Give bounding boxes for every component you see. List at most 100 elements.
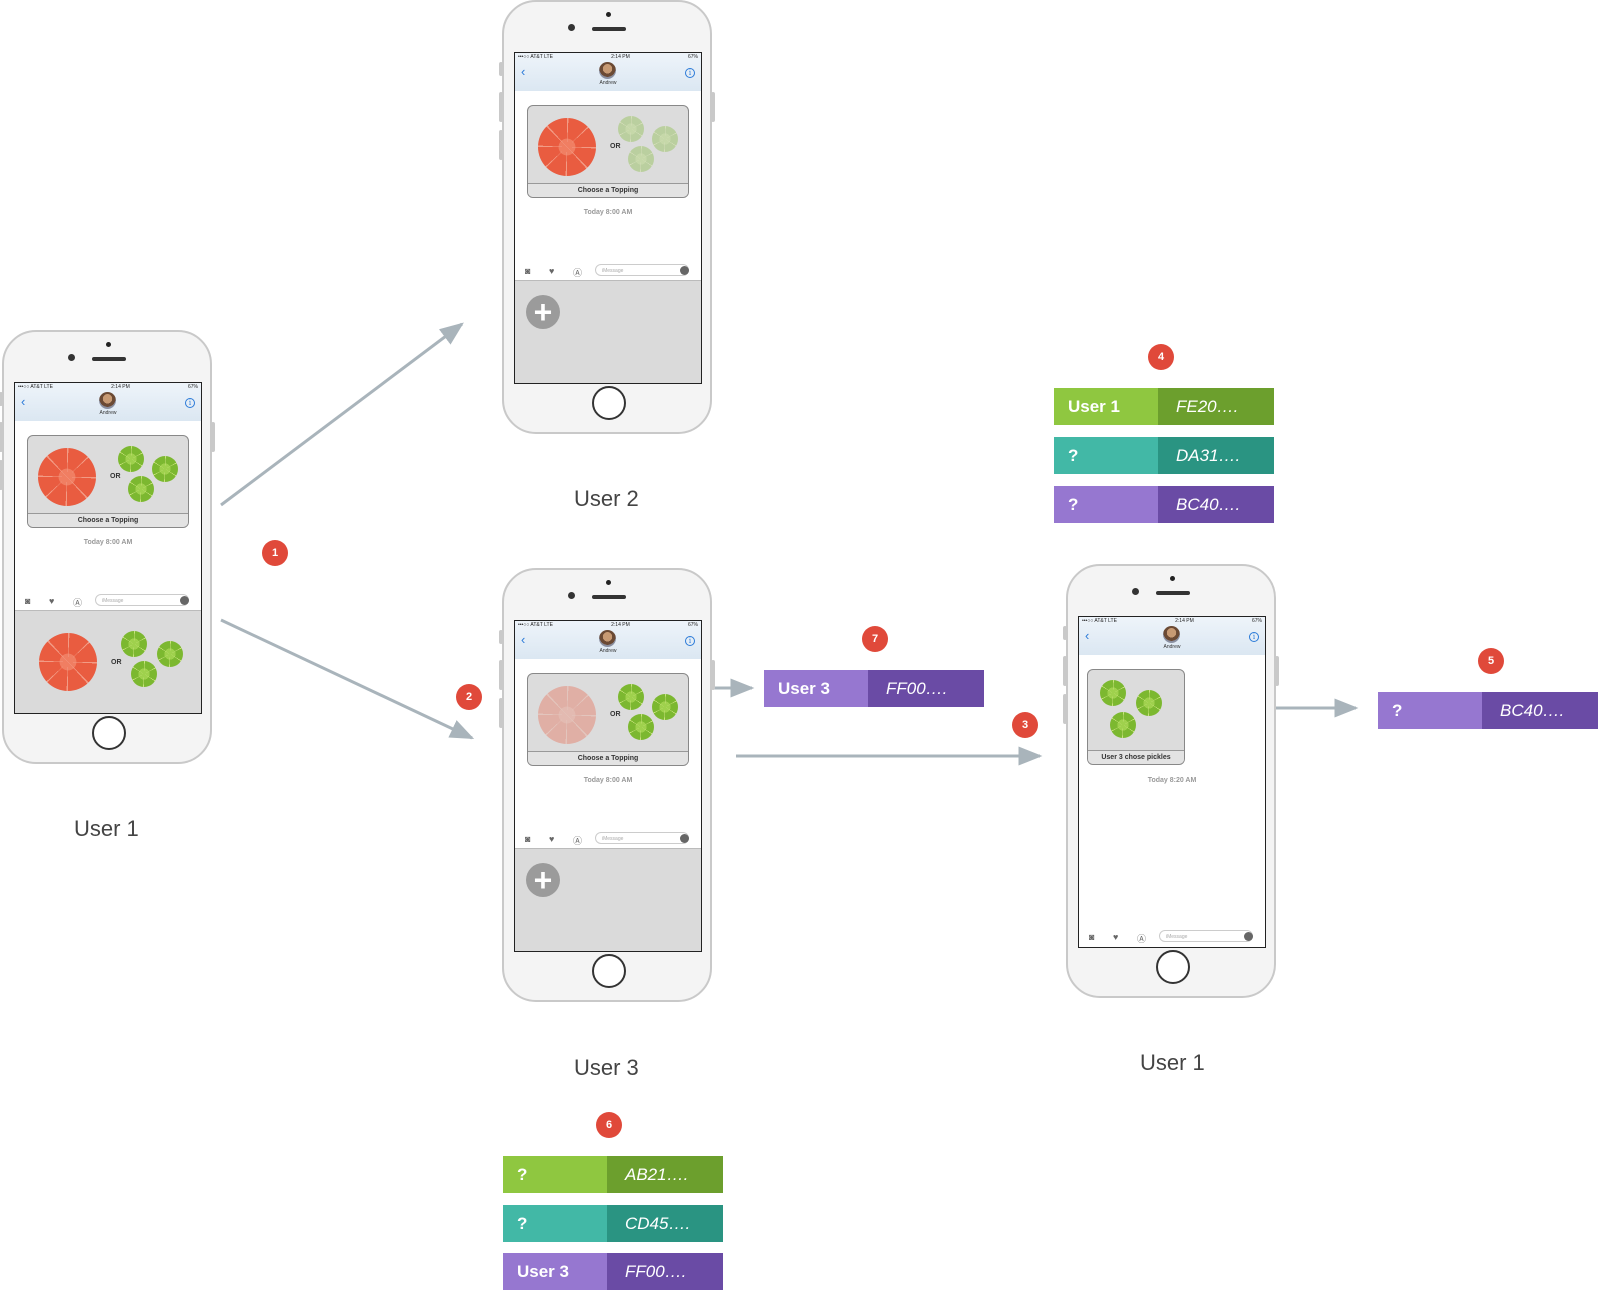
- pickle-icon[interactable]: [157, 641, 183, 667]
- camera-icon[interactable]: ◙: [525, 266, 531, 276]
- home-button[interactable]: [92, 716, 126, 750]
- heart-digital-touch-icon[interactable]: ♥: [1113, 932, 1119, 942]
- camera-icon[interactable]: ◙: [25, 596, 31, 606]
- card-caption: User 3 chose pickles: [1088, 750, 1184, 764]
- step-badge-4: 4: [1148, 344, 1174, 370]
- key-hash: DA31….: [1158, 437, 1274, 474]
- info-icon[interactable]: i: [1249, 632, 1259, 642]
- home-button[interactable]: [592, 386, 626, 420]
- key-row-step5: ? BC40….: [1378, 692, 1598, 729]
- contact-name: Andrew: [99, 410, 117, 416]
- card-caption: Choose a Topping: [528, 751, 688, 765]
- app-drawer: OR: [15, 610, 201, 713]
- or-label: OR: [110, 473, 121, 480]
- microphone-icon[interactable]: [680, 834, 689, 843]
- pickle-icon: [118, 446, 144, 472]
- message-input-bar: ◙ ♥ Ⓐ iMessage: [515, 829, 701, 849]
- pickle-icon: [618, 684, 644, 710]
- info-icon[interactable]: i: [685, 68, 695, 78]
- arrow-user1-to-user2: [220, 322, 464, 507]
- key-owner: ?: [503, 1156, 607, 1193]
- message-input-bar: ◙ ♥ Ⓐ iMessage: [515, 261, 701, 281]
- info-icon[interactable]: i: [185, 398, 195, 408]
- info-icon[interactable]: i: [685, 636, 695, 646]
- topping-poll-card[interactable]: OR Choose a Topping: [27, 435, 189, 528]
- key-hash: CD45….: [607, 1205, 723, 1242]
- or-label: OR: [111, 659, 122, 666]
- message-input-bar: ◙ ♥ Ⓐ iMessage: [15, 591, 201, 611]
- key-hash: FF00….: [607, 1253, 723, 1290]
- card-caption: Choose a Topping: [28, 513, 188, 527]
- heart-digital-touch-icon[interactable]: ♥: [549, 266, 555, 276]
- pickle-icon: [1100, 680, 1126, 706]
- home-button[interactable]: [1156, 950, 1190, 984]
- home-button[interactable]: [592, 954, 626, 988]
- topping-poll-card[interactable]: OR Choose a Topping: [527, 105, 689, 198]
- key-hash: FF00….: [868, 670, 984, 707]
- plus-icon[interactable]: +: [526, 295, 560, 329]
- plus-icon[interactable]: +: [526, 863, 560, 897]
- pizza-icon: [538, 118, 596, 176]
- heart-digital-touch-icon[interactable]: ♥: [549, 834, 555, 844]
- imessage-input[interactable]: iMessage: [595, 264, 689, 276]
- pickle-icon: [628, 714, 654, 740]
- key-row-step4-3: ? BC40….: [1054, 486, 1274, 523]
- app-drawer: +: [515, 280, 701, 383]
- microphone-icon[interactable]: [1244, 932, 1253, 941]
- step-badge-3: 3: [1012, 712, 1038, 738]
- pickle-icon: [618, 116, 644, 142]
- microphone-icon[interactable]: [680, 266, 689, 275]
- key-row-step6-1: ? AB21….: [503, 1156, 723, 1193]
- or-label: OR: [610, 711, 621, 718]
- key-hash: FE20….: [1158, 388, 1274, 425]
- app-store-icon[interactable]: Ⓐ: [573, 836, 583, 846]
- or-label: OR: [610, 143, 621, 150]
- arrow-user1-to-user3: [220, 618, 475, 740]
- pickle-icon[interactable]: [131, 661, 157, 687]
- key-row-step6-3: User 3 FF00….: [503, 1253, 723, 1290]
- pizza-icon[interactable]: [39, 633, 97, 691]
- phone-label-user1-right: User 1: [1140, 1050, 1205, 1075]
- contact-name: Andrew: [599, 648, 617, 654]
- app-drawer: +: [515, 848, 701, 951]
- result-card[interactable]: User 3 chose pickles: [1087, 669, 1185, 765]
- step-badge-5: 5: [1478, 648, 1504, 674]
- imessage-input[interactable]: iMessage: [595, 832, 689, 844]
- avatar: [1163, 626, 1180, 643]
- key-owner: User 3: [503, 1253, 607, 1290]
- app-store-icon[interactable]: Ⓐ: [573, 268, 583, 278]
- avatar: [99, 392, 116, 409]
- back-icon[interactable]: ‹: [521, 64, 526, 79]
- camera-icon[interactable]: ◙: [1089, 932, 1095, 942]
- contact-name: Andrew: [599, 80, 617, 86]
- imessage-input[interactable]: iMessage: [1159, 930, 1253, 942]
- microphone-icon[interactable]: [180, 596, 189, 605]
- avatar: [599, 62, 616, 79]
- camera-icon[interactable]: ◙: [525, 834, 531, 844]
- pickle-icon: [1136, 690, 1162, 716]
- heart-digital-touch-icon[interactable]: ♥: [49, 596, 55, 606]
- imessage-input[interactable]: iMessage: [95, 594, 189, 606]
- key-owner: ?: [1378, 692, 1482, 729]
- key-hash: BC40….: [1158, 486, 1274, 523]
- back-icon[interactable]: ‹: [1085, 628, 1090, 643]
- app-store-icon[interactable]: Ⓐ: [1137, 934, 1147, 944]
- avatar: [599, 630, 616, 647]
- back-icon[interactable]: ‹: [521, 632, 526, 647]
- pickle-icon[interactable]: [121, 631, 147, 657]
- back-icon[interactable]: ‹: [21, 394, 26, 409]
- step-badge-2: 2: [456, 684, 482, 710]
- pickle-icon: [628, 146, 654, 172]
- app-store-icon[interactable]: Ⓐ: [73, 598, 83, 608]
- contact-name: Andrew: [1163, 644, 1181, 650]
- topping-poll-card[interactable]: OR Choose a Topping: [527, 673, 689, 766]
